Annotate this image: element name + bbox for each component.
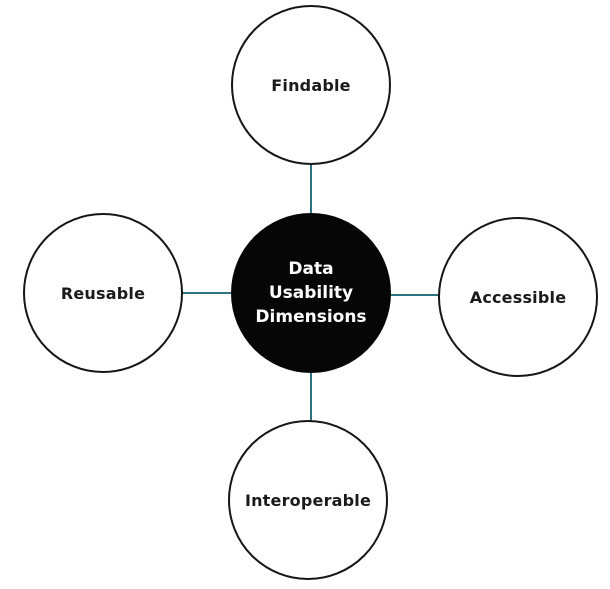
connector-center-accessible bbox=[388, 294, 442, 296]
center-label-line-1: Data bbox=[288, 259, 334, 279]
connector-center-interoperable bbox=[310, 371, 312, 423]
connector-center-findable bbox=[310, 164, 312, 216]
node-center-data-usability-dimensions: Data Usability Dimensions bbox=[231, 213, 391, 373]
node-interoperable-label: Interoperable bbox=[244, 490, 372, 510]
node-reusable-label: Reusable bbox=[60, 283, 146, 303]
center-label-line-3: Dimensions bbox=[255, 307, 367, 327]
center-label-line-2: Usability bbox=[268, 283, 354, 303]
node-accessible: Accessible bbox=[438, 217, 598, 377]
node-reusable: Reusable bbox=[23, 213, 183, 373]
node-findable: Findable bbox=[231, 5, 391, 165]
node-interoperable: Interoperable bbox=[228, 420, 388, 580]
connector-center-reusable bbox=[180, 292, 234, 294]
center-node-label: Data Usability Dimensions bbox=[255, 257, 366, 329]
node-findable-label: Findable bbox=[271, 75, 351, 95]
node-accessible-label: Accessible bbox=[469, 287, 567, 307]
